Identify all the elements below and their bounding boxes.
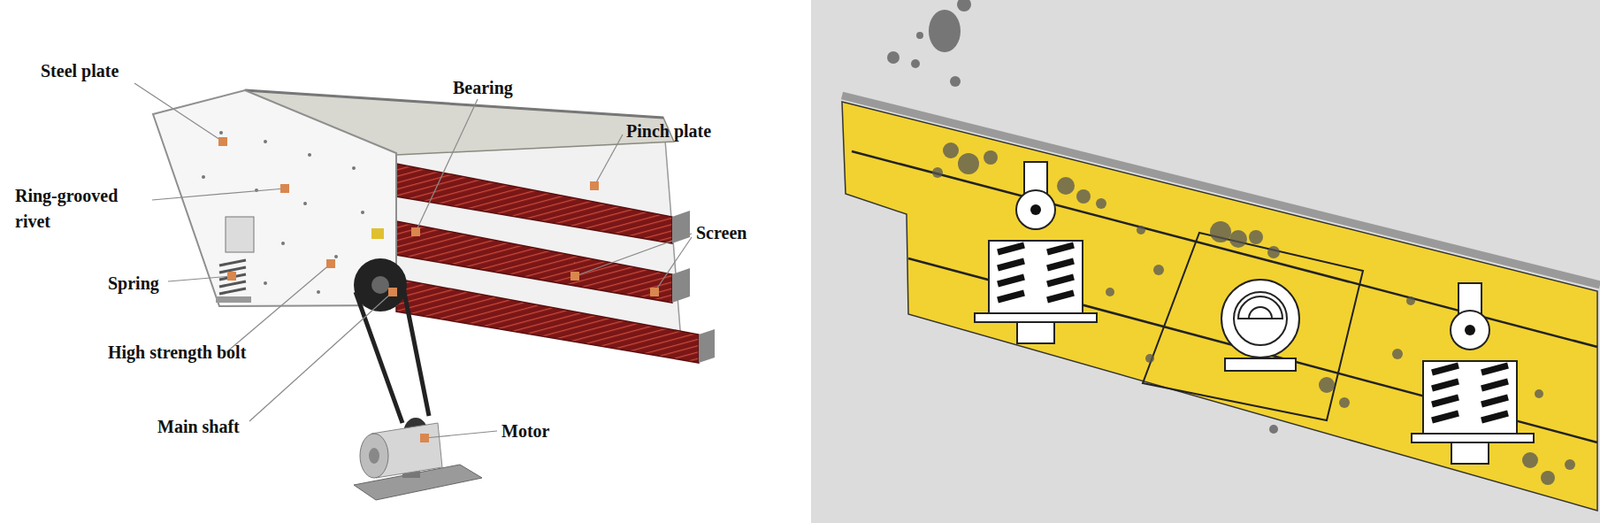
leader-markers: [218, 137, 659, 443]
leader-lines: [134, 83, 692, 438]
left-ground: [0, 0, 812, 523]
part-label: Bearing: [452, 75, 513, 101]
part-label: Steel plate: [40, 58, 119, 85]
screen-body: [153, 90, 715, 500]
part-label: Motor: [501, 418, 550, 445]
part-label: Spring: [107, 270, 160, 297]
part-label: High strength bolt: [107, 339, 250, 366]
part-label: Screen: [696, 220, 747, 246]
part-label: Ring-grooved rivet: [15, 183, 148, 235]
screen-schematic: [842, 0, 1600, 511]
part-label: Main shaft: [157, 413, 240, 440]
part-label: Pinch plate: [626, 118, 712, 145]
right-ground: [811, 0, 1600, 523]
